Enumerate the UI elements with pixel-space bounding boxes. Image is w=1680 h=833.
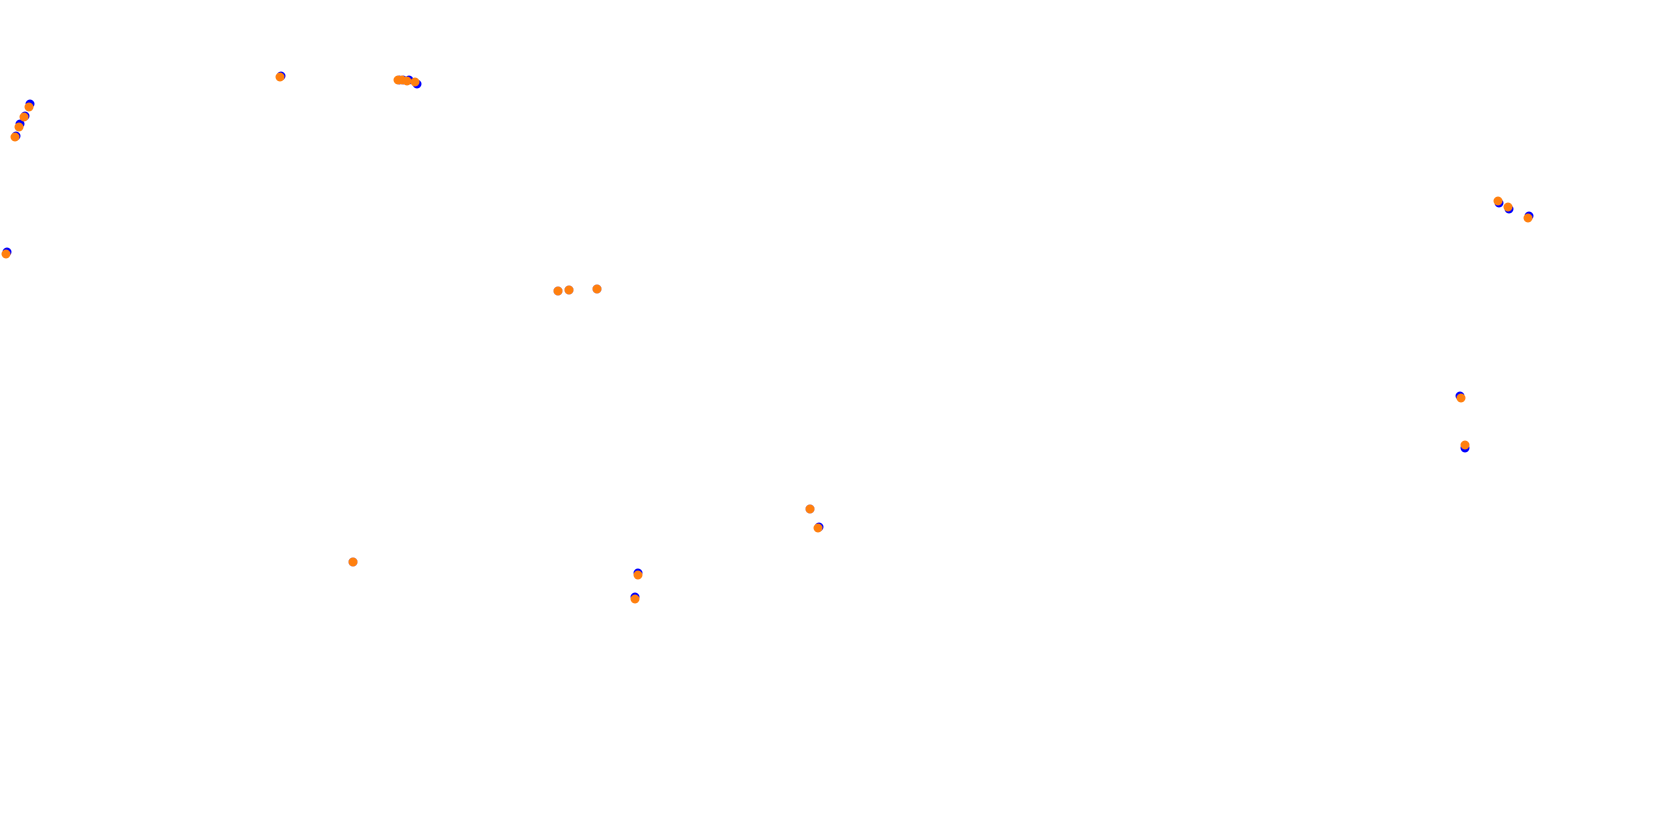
data-point xyxy=(630,594,640,604)
data-point xyxy=(1523,213,1533,223)
data-point xyxy=(564,285,574,295)
data-point xyxy=(410,77,420,87)
data-point xyxy=(805,504,815,514)
data-point xyxy=(14,122,24,132)
data-point xyxy=(24,102,34,112)
data-point xyxy=(275,72,285,82)
data-point xyxy=(10,132,20,142)
data-point xyxy=(1,249,11,259)
data-point xyxy=(1460,440,1470,450)
data-point xyxy=(1456,393,1466,403)
data-point xyxy=(402,76,412,86)
data-point xyxy=(633,570,643,580)
data-point xyxy=(1493,196,1503,206)
data-point xyxy=(19,112,29,122)
data-point xyxy=(592,284,602,294)
data-point xyxy=(553,286,563,296)
data-point xyxy=(813,523,823,533)
data-point xyxy=(1503,202,1513,212)
data-point xyxy=(348,557,358,567)
series-1 xyxy=(1,72,1533,604)
data-points xyxy=(1,71,1534,604)
